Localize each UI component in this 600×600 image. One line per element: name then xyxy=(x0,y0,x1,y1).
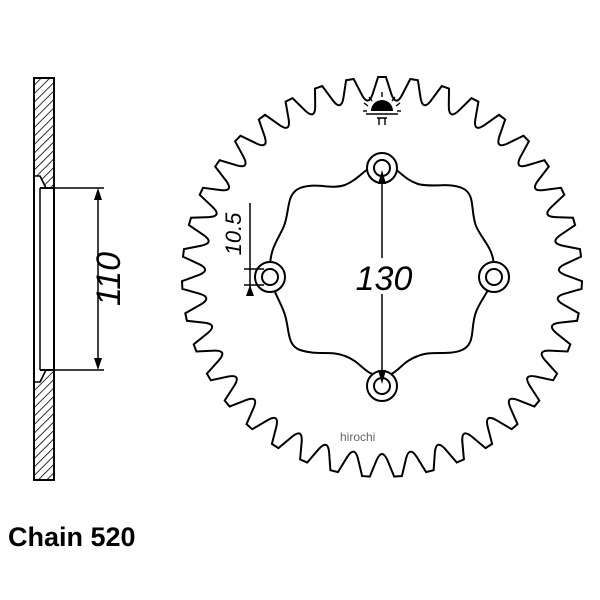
side-profile-lower-hatch xyxy=(33,369,55,481)
side-profile-notch-upper xyxy=(39,175,47,189)
chain-size-caption: Chain 520 xyxy=(8,522,136,552)
watermark-text: hirochi xyxy=(340,430,375,444)
side-profile-notch-lower xyxy=(39,369,47,383)
dim-110-arrow-bottom xyxy=(94,358,102,370)
dim-130-label: 130 xyxy=(356,260,413,298)
dim-130-label-bg xyxy=(350,258,418,294)
dim-110-label: 110 xyxy=(90,252,128,306)
dim-110-arrow-top xyxy=(94,188,102,200)
bolt-hole-left xyxy=(254,261,286,293)
dim-130-arrow-top xyxy=(378,170,386,184)
side-profile-upper-hatch xyxy=(33,77,55,189)
sprocket-outline xyxy=(180,76,584,478)
dim-10-5-label: 10.5 xyxy=(221,212,246,256)
side-profile-view: 110 xyxy=(33,77,128,481)
center-cutout xyxy=(268,163,496,378)
bolt-hole-right xyxy=(478,261,510,293)
bolt-hole-top xyxy=(366,152,398,184)
dim-130-arrow-bottom xyxy=(378,370,386,384)
sprocket-face-view: 130 10.5 hirochi xyxy=(180,76,584,478)
dim-10-5-arrow xyxy=(246,285,254,296)
sun-emblem-icon xyxy=(363,92,401,125)
